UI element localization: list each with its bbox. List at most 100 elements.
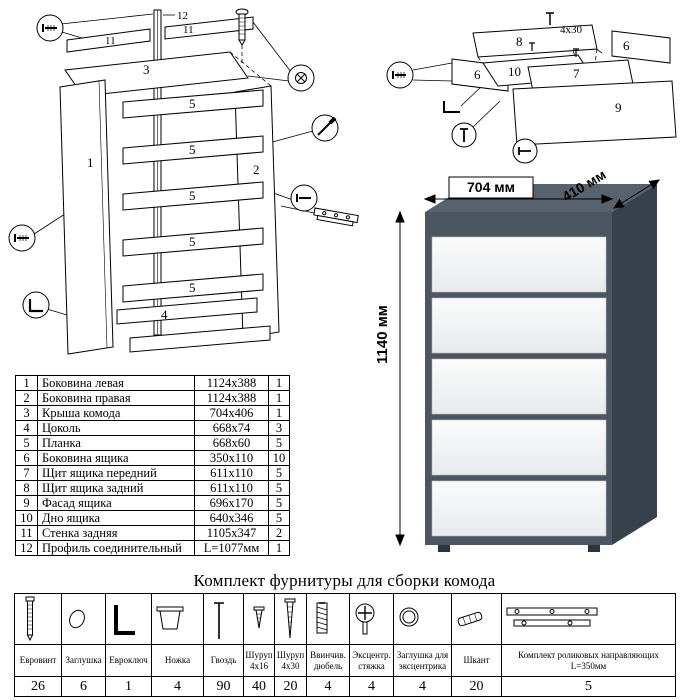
hardware-name: Комплект роликовых направляющих L=350мм (501, 644, 676, 677)
screw-icon (573, 48, 579, 57)
part-size: 611x110 (194, 480, 269, 496)
hardware-qty: 4 (349, 676, 394, 697)
euroscrew-icon (296, 194, 311, 202)
part-name: Боковина левая (37, 375, 195, 391)
callout-icons (14, 24, 337, 313)
screw-icon (518, 147, 531, 155)
width-dimension (423, 176, 614, 204)
part-size: L=1077мм (194, 540, 269, 556)
part-qty: 1 (268, 405, 290, 421)
part-label-9: 9 (615, 100, 622, 115)
part-num: 5 (15, 435, 38, 451)
part-num: 10 (15, 510, 38, 526)
part-label-5: 5 (189, 188, 196, 203)
part-name: Профиль соединительный (37, 540, 195, 556)
table-row: 8 Щит ящика задний 611x110 5 (15, 480, 290, 496)
part-qty: 1 (268, 375, 290, 391)
screwdriver-icon (317, 120, 333, 136)
callout-icons (392, 71, 531, 155)
part-label-2: 2 (253, 162, 260, 177)
part-size: 668x60 (194, 435, 269, 451)
part-size: 611x110 (194, 465, 269, 481)
part-qty: 5 (268, 435, 290, 451)
part-size: 1105x347 (194, 525, 269, 541)
part-name: Фасад ящика (37, 495, 195, 511)
part-num: 3 (15, 405, 38, 421)
part-qty: 5 (268, 465, 290, 481)
drawer-front-4 (431, 419, 607, 476)
screw-4x16-icon (253, 606, 265, 629)
chest-foot-left (438, 545, 450, 552)
part-drawer-facade (512, 80, 677, 146)
hardware-table: Евровинт Заглушка Евроключ Ножка Гвоздь … (14, 593, 676, 697)
height-dimension (395, 210, 405, 547)
hardware-name: Шуруп 4х16 (243, 644, 275, 677)
callout-circle (22, 291, 50, 319)
phillips-screw-icon (295, 72, 307, 84)
drawer-front-5 (431, 480, 607, 537)
table-row: 5 Планка 668x60 5 (15, 435, 290, 451)
chest-side-face (612, 184, 657, 545)
cam-cap-icon (399, 607, 419, 627)
table-row: 2 Боковина правая 1124x388 1 (15, 390, 290, 406)
table-row: 4 Цоколь 668x74 3 (15, 420, 290, 436)
small-screws (529, 12, 579, 57)
part-num: 4 (15, 420, 38, 436)
hardware-icon-cell (393, 593, 452, 645)
part-name: Планка (37, 435, 195, 451)
table-row: 3 Крыша комода 704x406 1 (15, 405, 290, 421)
width-label: 704 мм (467, 179, 515, 195)
cap-icon (69, 609, 85, 629)
drawer-slide-icon (313, 207, 359, 227)
screw-icon (460, 128, 468, 142)
hardware-name: Ввинчив. дюбель (306, 644, 350, 677)
part-label-1: 1 (87, 155, 94, 170)
part-num: 12 (15, 540, 38, 556)
left-panel-edge-line (98, 80, 108, 349)
part-label-8: 8 (516, 34, 523, 49)
part-size: 1124x388 (194, 390, 269, 406)
part-qty: 3 (268, 420, 290, 436)
part-size: 1124x388 (194, 375, 269, 391)
part-label-7: 7 (573, 66, 580, 81)
part-size: 704x406 (194, 405, 269, 421)
part-name: Цоколь (37, 420, 195, 436)
part-qty: 2 (268, 525, 290, 541)
part-label-6: 6 (623, 38, 630, 53)
part-size: 350x110 (194, 450, 269, 466)
part-qty: 10 (268, 450, 290, 466)
hardware-name: Заглушка для эксцентрика (393, 644, 452, 677)
part-name: Щит ящика передний (37, 465, 195, 481)
euroscrew-detail-icon (235, 8, 249, 46)
screw-icon (546, 12, 554, 25)
hardware-icon-cell (451, 593, 502, 645)
hardware-name: Гвоздь (203, 644, 244, 677)
table-row: 6 Боковина ящика 350x110 10 (15, 450, 290, 466)
hardware-icon-cell (151, 593, 204, 645)
parts-table: 1 Боковина левая 1124x388 1 2 Боковина п… (15, 375, 290, 556)
part-num: 7 (15, 465, 38, 481)
hardware-qty: 6 (61, 676, 106, 697)
part-size: 668x74 (194, 420, 269, 436)
product-render: 1140 мм 704 мм 410 мм (374, 168, 661, 552)
part-plank-1 (122, 89, 264, 119)
part-label-12: 12 (177, 10, 188, 22)
part-label-6: 6 (474, 67, 481, 82)
drawer-exploded-diagram: 8 6 6 10 7 9 4х30 (386, 12, 677, 164)
part-name: Стенка задняя (37, 525, 195, 541)
part-back-panel-right (164, 16, 254, 40)
part-plank-4 (122, 227, 264, 257)
part-qty: 5 (268, 495, 290, 511)
part-num: 1 (15, 375, 38, 391)
hardware-name: Шуруп 4х30 (274, 644, 307, 677)
table-row: 9 Фасад ящика 696x170 5 (15, 495, 290, 511)
hardware-name: Заглушка (61, 644, 106, 677)
hardware-icon-cell (203, 593, 244, 645)
part-drawer-side-right (611, 30, 671, 64)
cam-lock-icon (355, 603, 375, 635)
hardware-qty: 90 (203, 676, 244, 697)
part-label-5: 5 (189, 96, 196, 111)
part-label-3: 3 (143, 62, 150, 77)
part-name: Дно ящика (37, 510, 195, 526)
hardware-icon-cell (61, 593, 106, 645)
